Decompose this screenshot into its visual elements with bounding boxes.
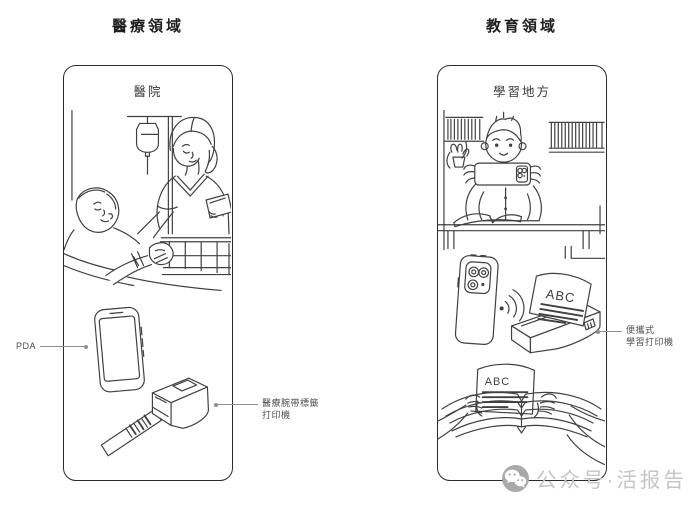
pda-callout-label: PDA <box>15 341 36 351</box>
medical-panel-title: 醫院 <box>133 85 163 99</box>
portable-printer-callout-label: 便攜式 學習打印機 <box>626 325 674 348</box>
wristband-printer-label-line2: 打印機 <box>262 409 291 420</box>
education-panel: 學習地方 <box>437 65 607 481</box>
education-section-title: 教育領域 <box>485 17 558 35</box>
wristband-printer-callout-label: 醫療腕帶標籤 打印機 <box>262 398 319 421</box>
wireless-signal-icon <box>499 289 525 322</box>
hands-holding-paper-illustration: ABC <box>438 363 605 466</box>
pda-and-wristband-printer-illustration <box>94 306 209 457</box>
portable-printer-callout-dot <box>596 330 600 334</box>
hospital-scene-illustration <box>64 109 231 292</box>
watermark: 公众号·活报告 <box>501 463 687 493</box>
watermark-text: 公众号·活报告 <box>536 469 687 492</box>
medical-section-title: 醫療領域 <box>111 17 184 35</box>
portable-printer-label-line1: 便攜式 <box>626 325 655 335</box>
wristband-printer-callout-dot <box>214 403 218 407</box>
held-paper-text: ABC <box>485 376 510 388</box>
pda-callout-dot <box>84 345 88 349</box>
pda-callout-line <box>40 346 86 347</box>
education-panel-title: 學習地方 <box>492 85 551 99</box>
classroom-scene-illustration <box>438 109 605 251</box>
medical-panel: 醫院 <box>63 65 233 481</box>
wristband-printer-label-line1: 醫療腕帶標籤 <box>262 398 320 408</box>
phone-to-portable-printer-illustration: ABC <box>454 246 605 354</box>
portable-printer-callout-line <box>600 331 622 332</box>
wristband-printer-callout-line <box>218 404 258 405</box>
wechat-icon <box>502 464 529 492</box>
portable-printer-label-line2: 學習打印機 <box>626 336 674 347</box>
printed-paper-text: ABC <box>545 286 577 305</box>
